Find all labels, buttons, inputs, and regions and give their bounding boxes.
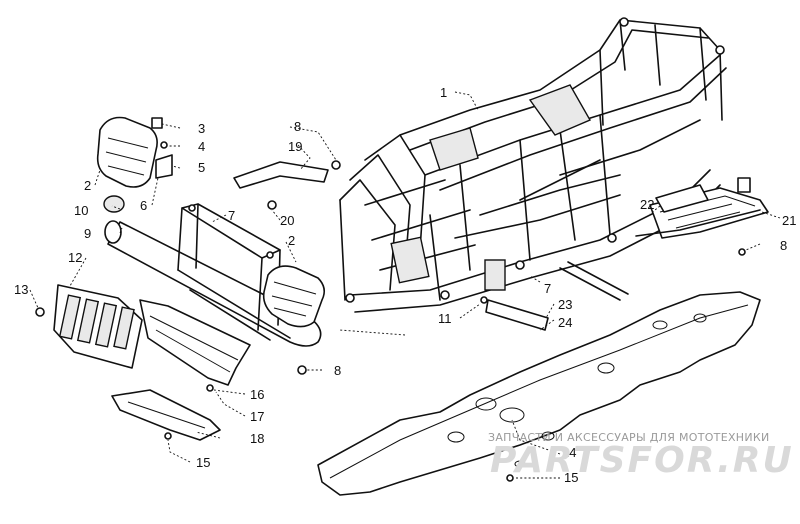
callout-21: 21: [782, 213, 796, 228]
headlight-upper: [96, 116, 173, 188]
bolt-15b-icon: [506, 474, 514, 482]
watermark-tagline: ЗАПЧАСТИ И АКСЕССУАРЫ ДЛЯ МОТОТЕХНИКИ: [488, 431, 770, 444]
callout-14: 14: [562, 445, 576, 460]
callout-2b: 2: [288, 233, 295, 248]
lower-guard: [139, 299, 251, 386]
main-frame: [339, 17, 727, 313]
callout-19: 19: [288, 139, 302, 154]
callout-8b: 8: [334, 363, 341, 378]
leader-lines: [29, 91, 781, 479]
callout-8c: 8: [780, 238, 787, 253]
upper-support: [233, 160, 341, 210]
callout-23: 23: [558, 297, 572, 312]
skid-plate: [317, 291, 761, 496]
bolt-13-icon: [35, 307, 45, 317]
headlight-lower: [262, 265, 326, 328]
callout-6: 6: [140, 198, 147, 213]
bolt-8-icon: [297, 365, 307, 375]
bolt-11-icon: [480, 296, 488, 304]
callout-9: 9: [84, 226, 91, 241]
callout-8a: 8: [294, 119, 301, 134]
callout-2a: 2: [84, 178, 91, 193]
callout-15a: 15: [196, 455, 210, 470]
callout-13: 13: [14, 282, 28, 297]
callout-12: 12: [68, 250, 82, 265]
grille-panel: [53, 284, 143, 369]
skid-guard: [111, 389, 221, 441]
callout-4: 4: [198, 139, 205, 154]
callout-7a: 7: [228, 208, 235, 223]
bolt-8b-icon: [738, 248, 746, 256]
callout-24: 24: [558, 315, 572, 330]
callout-1: 1: [440, 85, 447, 100]
watermark-brand: PARTSFOR.RU: [490, 440, 794, 481]
callout-17: 17: [250, 409, 264, 424]
callout-20: 20: [280, 213, 294, 228]
bumper-frame: [177, 203, 291, 341]
callout-16: 16: [250, 387, 264, 402]
callout-18: 18: [250, 431, 264, 446]
callout-7b: 7: [544, 281, 551, 296]
callout-11: 11: [438, 311, 452, 326]
bolt-16-icon: [206, 384, 214, 392]
front-brace: [485, 261, 629, 331]
footrest-right: [635, 177, 769, 239]
callout-5: 5: [198, 160, 205, 175]
callout-10: 10: [74, 203, 88, 218]
bumper-tube: [103, 195, 322, 347]
bracket-plate: [655, 184, 709, 213]
watermark: ЗАПЧАСТИ И АКСЕССУАРЫ ДЛЯ МОТОТЕХНИКИ PA…: [488, 431, 794, 481]
callout-numbers: 1 2 2 3 4 5 6 7 7 8 8 8 9 10 11 12 13 14…: [14, 85, 796, 485]
callout-3: 3: [198, 121, 205, 136]
callout-15b: 15: [564, 470, 578, 485]
callout-22: 22: [640, 197, 654, 212]
